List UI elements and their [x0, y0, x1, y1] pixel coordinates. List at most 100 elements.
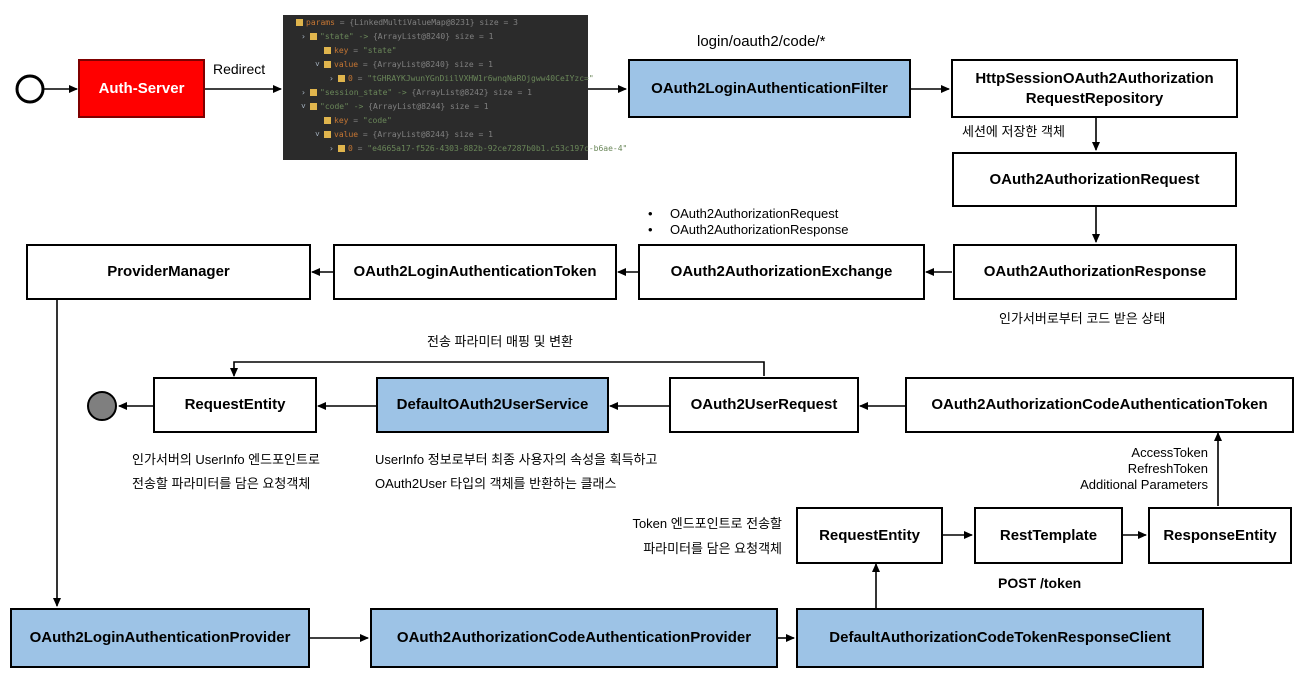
debug-separator: =	[348, 116, 363, 125]
login-provider-label: OAuth2LoginAuthenticationProvider	[29, 629, 291, 646]
user-service-desc-1: UserInfo 정보로부터 최종 사용자의 속성을 획득하고	[375, 452, 658, 467]
debug-var-value: {ArrayList@8240} size = 1	[372, 32, 494, 41]
debug-line: ›0 = "e4665a17-f526-4303-882b-92ce7287b0…	[283, 142, 627, 156]
expand-chevron-icon[interactable]: ›	[329, 74, 334, 83]
token-request-desc-1: Token 엔드포인트로 전송할	[632, 516, 782, 531]
login-token-label: OAuth2LoginAuthenticationToken	[353, 263, 597, 280]
exchange-item-1: •OAuth2AuthorizationRequest	[648, 206, 839, 221]
auth-request-label: OAuth2AuthorizationRequest	[989, 170, 1200, 188]
code-provider-label: OAuth2AuthorizationCodeAuthenticationPro…	[396, 629, 752, 646]
expand-chevron-icon[interactable]: ›	[301, 88, 306, 97]
collapse-chevron-icon[interactable]: ˅	[315, 130, 320, 139]
session-saved-label: 세션에 저장한 객체	[962, 124, 1065, 139]
variable-icon	[338, 75, 345, 82]
debug-var-name: "session_state" ->	[320, 88, 412, 97]
variable-icon	[296, 19, 303, 26]
token-client-box: DefaultAuthorizationCodeTokenResponseCli…	[796, 608, 1204, 668]
redirect-label: Redirect	[213, 61, 266, 77]
variable-icon	[324, 117, 331, 124]
exchange-item-1-text: OAuth2AuthorizationRequest	[670, 206, 839, 221]
debug-separator: =	[334, 18, 350, 27]
userinfo-request-desc-2: 전송할 파라미터를 담은 요청객체	[132, 476, 311, 491]
debug-var-name: key	[334, 46, 349, 55]
auth-response-label: OAuth2AuthorizationResponse	[983, 263, 1207, 280]
debug-var-name: value	[334, 60, 359, 69]
code-auth-token-label: OAuth2AuthorizationCodeAuthenticationTok…	[931, 396, 1268, 413]
code-received-label: 인가서버로부터 코드 받은 상태	[999, 311, 1166, 326]
code-auth-token-box: OAuth2AuthorizationCodeAuthenticationTok…	[905, 377, 1294, 433]
login-url-label: login/oauth2/code/*	[697, 33, 826, 50]
exchange-item-2-text: OAuth2AuthorizationResponse	[670, 222, 849, 237]
user-service-label: DefaultOAuth2UserService	[396, 396, 589, 413]
debug-var-value: {LinkedMultiValueMap@8231} size = 3	[349, 18, 518, 27]
rest-template-label: RestTemplate	[999, 526, 1098, 544]
debug-var-name: "code" ->	[320, 102, 369, 111]
token-client-label: DefaultAuthorizationCodeTokenResponseCli…	[829, 629, 1171, 646]
user-request-box: OAuth2UserRequest	[669, 377, 859, 433]
request-entity-user-label: RequestEntity	[184, 396, 286, 413]
login-filter-box: OAuth2LoginAuthenticationFilter	[628, 59, 911, 118]
login-token-box: OAuth2LoginAuthenticationToken	[333, 244, 617, 300]
debug-line: › 0 = "tGHRAYKJwunYGnDiilVXHW1r6wnqNaROjg…	[283, 72, 594, 86]
user-request-label: OAuth2UserRequest	[690, 396, 838, 413]
variable-icon	[338, 145, 345, 152]
debug-separator: =	[358, 60, 373, 69]
debug-line: ˅ value = {ArrayList@8240} size = 1	[283, 58, 588, 72]
start-node	[15, 74, 45, 104]
auth-server-label: Auth-Server	[98, 79, 185, 97]
debug-params-panel: params = {LinkedMultiValueMap@8231} size…	[283, 15, 627, 160]
debug-var-value: {ArrayList@8244} size = 1	[372, 130, 493, 139]
rest-template-box: RestTemplate	[974, 507, 1123, 564]
userinfo-request-desc-1: 인가서버의 UserInfo 엔드포인트로	[132, 452, 320, 467]
debug-line: key = "state"	[283, 44, 588, 58]
collapse-chevron-icon[interactable]: ˅	[301, 102, 306, 111]
debug-var-name: 0	[348, 74, 353, 83]
debug-line: › "state" -> {ArrayList@8240} size = 1	[283, 30, 588, 44]
provider-manager-box: ProviderManager	[26, 244, 311, 300]
provider-manager-label: ProviderManager	[107, 263, 230, 280]
token-item-3: Additional Parameters	[1080, 477, 1208, 492]
debug-var-name: value	[334, 130, 359, 139]
session-repo-label-1: HttpSessionOAuth2Authorization	[975, 69, 1214, 87]
debug-line: ˅ value = {ArrayList@8244} size = 1	[283, 128, 588, 142]
debug-var-name: params	[306, 18, 335, 27]
collapse-chevron-icon[interactable]: ˅	[315, 60, 320, 69]
debug-var-value: {ArrayList@8240} size = 1	[372, 60, 493, 69]
response-entity-box: ResponseEntity	[1148, 507, 1292, 564]
auth-exchange-box: OAuth2AuthorizationExchange	[638, 244, 925, 300]
expand-chevron-icon[interactable]: ›	[329, 144, 334, 153]
exchange-item-2: •OAuth2AuthorizationResponse	[648, 222, 849, 237]
session-repo-label-2: RequestRepository	[1025, 89, 1164, 107]
debug-line: ›"session_state" -> {ArrayList@8242} siz…	[283, 86, 588, 100]
request-entity-token-label: RequestEntity	[819, 526, 920, 544]
variable-icon	[324, 47, 331, 54]
debug-separator: =	[352, 144, 368, 153]
variable-icon	[324, 61, 331, 68]
expand-chevron-icon[interactable]: ›	[301, 32, 306, 41]
response-entity-label: ResponseEntity	[1163, 526, 1277, 544]
variable-icon	[324, 131, 331, 138]
auth-request-box: OAuth2AuthorizationRequest	[952, 152, 1237, 207]
token-item-2: RefreshToken	[1127, 461, 1208, 476]
variable-icon	[310, 33, 317, 40]
debug-var-value: "tGHRAYKJwunYGnDiilVXHW1r6wnqNaROjgww40C…	[367, 74, 594, 83]
debug-separator: =	[358, 130, 373, 139]
debug-line: ˅"code" -> {ArrayList@8244} size = 1	[283, 100, 588, 114]
token-item-1: AccessToken	[1131, 445, 1208, 460]
user-service-box: DefaultOAuth2UserService	[376, 377, 609, 433]
debug-var-name: key	[334, 116, 349, 125]
post-token-label: POST /token	[998, 575, 1082, 591]
debug-var-value: "code"	[362, 116, 392, 125]
token-request-desc-2: 파라미터를 담은 요청객체	[643, 541, 782, 556]
debug-line: params = {LinkedMultiValueMap@8231} size…	[283, 16, 588, 30]
variable-icon	[310, 103, 317, 110]
debug-var-value: "e4665a17-f526-4303-882b-92ce7287b0b1.c5…	[367, 144, 628, 153]
debug-separator: =	[352, 74, 368, 83]
login-provider-box: OAuth2LoginAuthenticationProvider	[10, 608, 310, 668]
login-filter-label: OAuth2LoginAuthenticationFilter	[651, 79, 888, 97]
debug-separator: =	[348, 46, 363, 55]
variable-icon	[310, 89, 317, 96]
debug-var-name: "state" ->	[320, 32, 373, 41]
